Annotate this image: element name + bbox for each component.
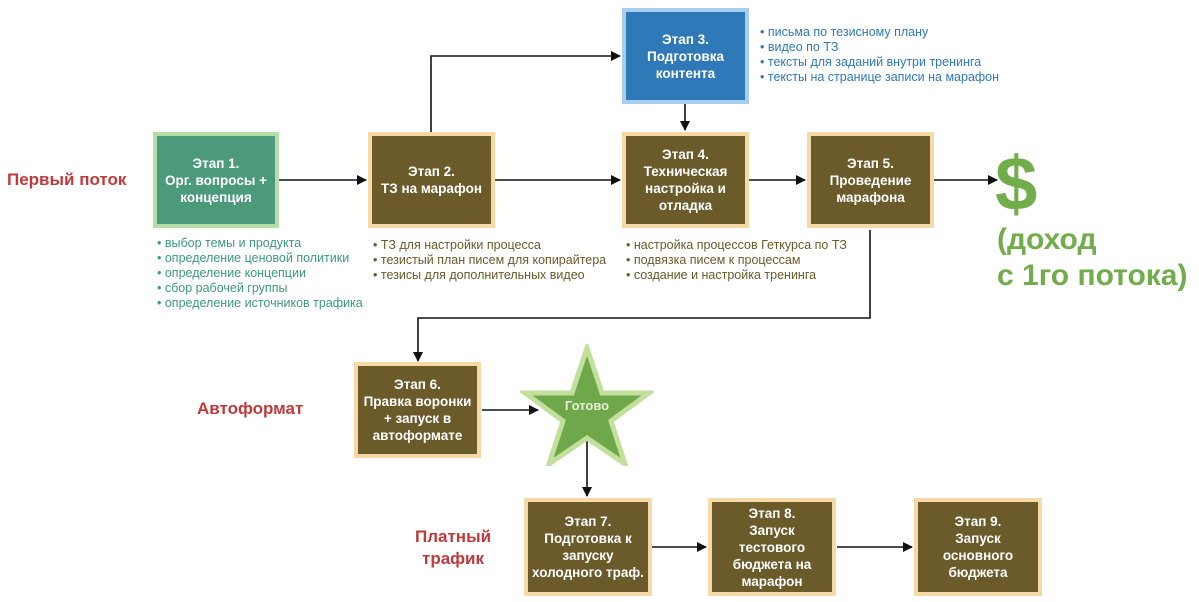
stage-1-text: Этап 1. Орг. вопросы + концепция — [164, 155, 268, 205]
stage-8-box: Этап 8. Запуск тестового бюджета на мара… — [708, 498, 836, 596]
stage-2-notes: ТЗ для настройки процесса тезистый план … — [373, 238, 606, 283]
stage-3-note: тексты на странице записи на марафон — [760, 70, 999, 85]
stage-4-text: Этап 4. Техническая настройка и отладка — [643, 147, 728, 213]
stage-5-text: Этап 5. Проведение марафона — [829, 155, 912, 205]
done-star: Готово — [517, 340, 657, 471]
arrow-s2-s3 — [430, 51, 621, 132]
stage-3-text: Этап 3. Подготовка контента — [647, 31, 724, 81]
stage-3-note: видео по ТЗ — [760, 40, 999, 55]
income-label: (доход с 1го потока) — [997, 223, 1188, 292]
row-label-autoformat: Автоформат — [197, 399, 304, 418]
star-label: Готово — [564, 398, 610, 413]
stage-4-notes: настройка процессов Геткурса по ТЗ подвя… — [626, 238, 847, 283]
stage-1-note: выбор темы и продукта — [157, 236, 363, 251]
row-label-paid-traffic: Платный трафик — [415, 527, 492, 568]
stage-2-note: ТЗ для настройки процесса — [373, 238, 606, 253]
stage-7-box: Этап 7. Подготовка к запуску холодного т… — [524, 498, 652, 596]
stage-3-box: Этап 3. Подготовка контента — [622, 8, 749, 104]
stage-3-note: тексты для заданий внутри тренинга — [760, 55, 999, 70]
dollar-icon: $ — [995, 142, 1038, 227]
stage-4-box: Этап 4. Техническая настройка и отладка — [622, 132, 749, 228]
stage-2-box: Этап 2. ТЗ на марафон — [368, 132, 495, 228]
stage-9-text: Этап 9. Запуск основного бюджета — [942, 514, 1014, 580]
stage-4-note: настройка процессов Геткурса по ТЗ — [626, 238, 847, 253]
stage-1-notes: выбор темы и продукта определение ценово… — [157, 236, 363, 311]
stage-3-note: письма по тезисному плану — [760, 25, 999, 40]
stage-6-text: Этап 6. Правка воронки + запуск в автофо… — [363, 377, 472, 443]
stage-1-note: сбор рабочей группы — [157, 281, 363, 296]
stage-9-box: Этап 9. Запуск основного бюджета — [914, 498, 1042, 596]
stage-6-box: Этап 6. Правка воронки + запуск в автофо… — [354, 362, 481, 458]
stage-8-text: Этап 8. Запуск тестового бюджета на мара… — [732, 505, 812, 589]
row-label-first-stream: Первый поток — [7, 170, 127, 189]
stage-2-note: тезистый план писем для копирайтера — [373, 253, 606, 268]
stage-2-text: Этап 2. ТЗ на марафон — [381, 164, 482, 196]
arrow-s5-s6 — [413, 230, 871, 362]
star-icon — [517, 340, 657, 471]
stage-1-note: определение ценовой политики — [157, 251, 363, 266]
stage-5-box: Этап 5. Проведение марафона — [807, 132, 934, 228]
stage-1-box: Этап 1. Орг. вопросы + концепция — [153, 132, 279, 228]
stage-2-note: тезисы для дополнительных видео — [373, 268, 606, 283]
stage-7-text: Этап 7. Подготовка к запуску холодного т… — [532, 514, 644, 580]
stage-4-note: подвязка писем к процессам — [626, 253, 847, 268]
stage-1-note: определение источников трафика — [157, 296, 363, 311]
stage-3-notes: письма по тезисному плану видео по ТЗ те… — [760, 25, 999, 85]
stage-1-note: определение концепции — [157, 266, 363, 281]
stage-4-note: создание и настройка тренинга — [626, 268, 847, 283]
